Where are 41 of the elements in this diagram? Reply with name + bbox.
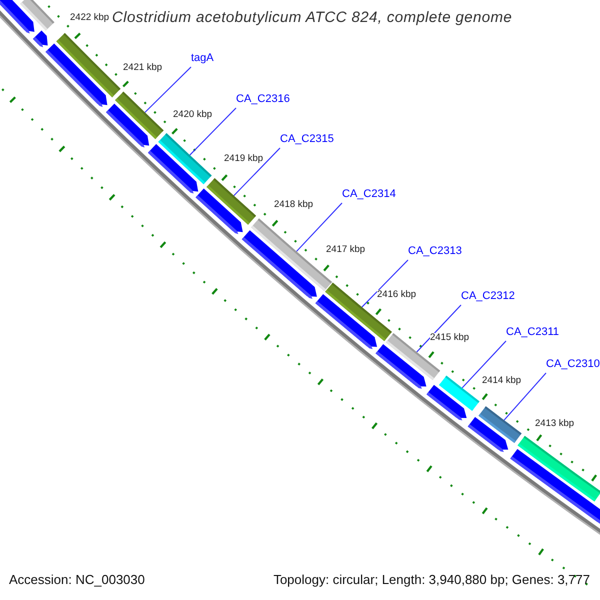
scale-label: 2416 kbp (377, 290, 416, 300)
gene-label: tagA (191, 53, 214, 64)
strand-feature (46, 43, 108, 107)
leader-line (144, 66, 192, 113)
strand-feature (426, 384, 467, 420)
strand-feature (106, 104, 150, 148)
scale-label: 2418 kbp (274, 200, 314, 210)
scale-label: 2419 kbp (224, 154, 264, 164)
scale-label: 2422 kbp (70, 13, 110, 22)
leader-line (361, 260, 408, 308)
leader-line (296, 202, 342, 252)
genome-info-text: Topology: circular; Length: 3,940,880 bp; Genes: 3,777 (273, 573, 590, 586)
gene-label: CA_C2312 (461, 291, 515, 302)
scale-label: 2414 kbp (482, 376, 522, 386)
leader-line (189, 108, 236, 156)
strand-feature (315, 294, 378, 350)
scale-label: 2413 kbp (535, 419, 574, 428)
gene-label: CA_C2316 (236, 94, 290, 105)
accession-text: Accession: NC_003030 (9, 573, 145, 586)
strand-feature (510, 449, 600, 524)
title: Clostridium acetobutylicum ATCC 824, complete genome (112, 10, 512, 25)
scale-label: 2421 kbp (123, 63, 162, 72)
strand-feature (32, 30, 48, 48)
leader-line (504, 372, 546, 421)
gene-label: CA_C2310 (546, 359, 600, 370)
gene-label: CA_C2314 (342, 189, 396, 200)
leader-line (416, 304, 462, 352)
strand-feature (242, 230, 317, 299)
strand-feature (468, 416, 508, 452)
gene-label: CA_C2315 (280, 134, 334, 145)
strand-feature (0, 0, 34, 34)
leader-line (233, 148, 280, 196)
gene-label: CA_C2313 (408, 246, 462, 257)
scale-label: 2420 kbp (173, 110, 212, 120)
scale-label: 2417 kbp (326, 245, 366, 254)
strand-feature (148, 144, 198, 194)
strand-feature (196, 188, 243, 234)
scale-label: 2415 kbp (430, 333, 470, 342)
gene-label: CA_C2311 (506, 327, 559, 338)
leader-line (462, 340, 506, 388)
strand-feature (376, 344, 426, 389)
